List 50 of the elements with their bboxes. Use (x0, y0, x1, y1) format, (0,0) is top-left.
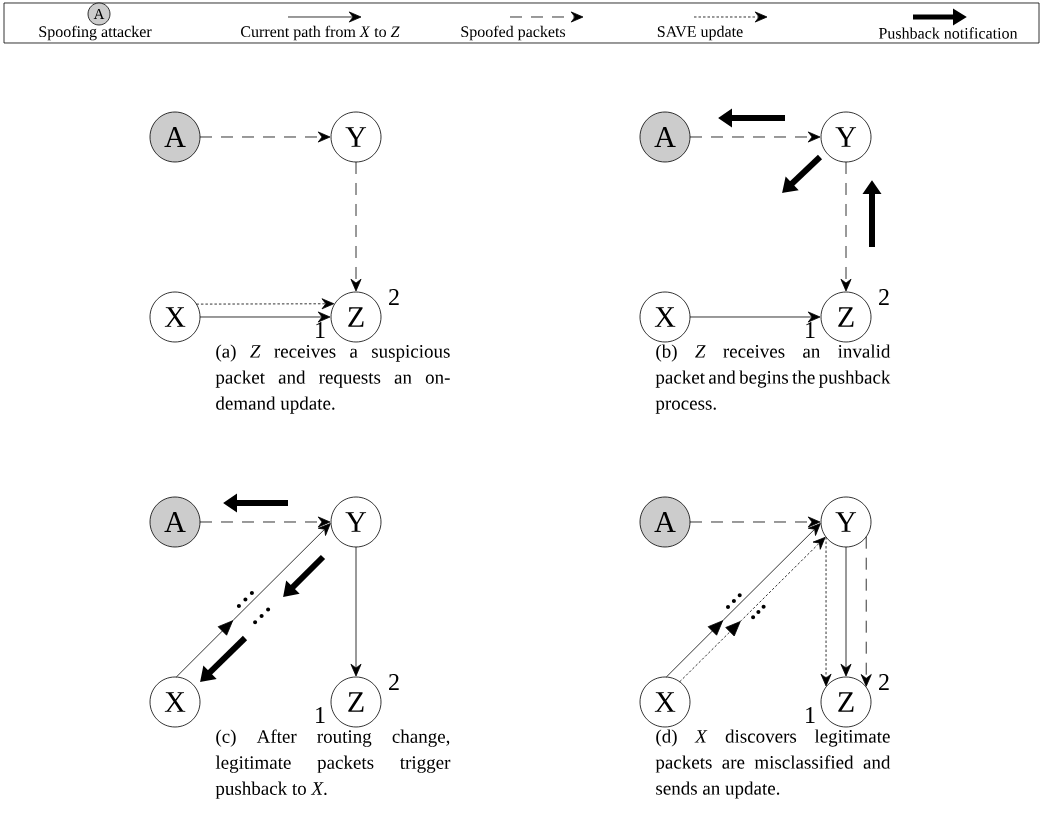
legend-label: Spoofing attacker (39, 25, 152, 41)
arrow (689, 131, 821, 143)
attacker-node: A (149, 496, 201, 548)
arrow (350, 161, 362, 292)
subfigure-caption: (d) X discovers legitimate packets are misclassified and sends an update. (655, 729, 891, 799)
router-node: Z (330, 676, 382, 728)
router-node: Z (820, 291, 872, 343)
attacker-node: A (639, 111, 691, 163)
legend-label: Current path from X to Z (241, 25, 400, 41)
legend-label: Spoofed packets (461, 25, 566, 41)
port-number: 1 (316, 707, 325, 723)
router-node: Y (330, 111, 382, 163)
arrow (175, 523, 331, 678)
attacker-node: A (87, 2, 111, 26)
attacker-node: A (149, 111, 201, 163)
router-node: X (149, 291, 201, 343)
arrow (840, 546, 852, 677)
arrow (689, 311, 821, 323)
port-number: 1 (806, 707, 815, 723)
arrow (199, 516, 331, 528)
router-node: Y (820, 496, 872, 548)
subfigure-caption: (a) Z receives a suspicious packet and requests an on-demand update. (215, 344, 450, 414)
port-number: 2 (879, 289, 889, 305)
arrow (196, 298, 335, 310)
arrow (199, 131, 331, 143)
arrow (350, 546, 362, 677)
router-node: Z (820, 676, 872, 728)
legend-label: SAVE update (657, 25, 743, 41)
router-node: Y (330, 496, 382, 548)
port-number: 2 (389, 674, 399, 690)
arrow (665, 523, 821, 678)
subfigure-caption: (b) Z receives an invalid packet and begins the pushback process. (655, 344, 891, 414)
port-number: 1 (806, 322, 815, 338)
router-node: X (639, 291, 691, 343)
port-number: 2 (389, 289, 399, 305)
router-node: X (639, 676, 691, 728)
port-number: 1 (316, 322, 325, 338)
attacker-node: A (639, 496, 691, 548)
arrow (860, 536, 872, 687)
legend-label: Pushback notification (878, 27, 1018, 39)
arrow (679, 537, 826, 683)
arrow (840, 161, 852, 292)
router-node: Z (330, 291, 382, 343)
port-number: 2 (879, 674, 889, 690)
router-node: X (149, 676, 201, 728)
arrow (689, 516, 821, 528)
router-node: Y (820, 111, 872, 163)
arrow (820, 536, 832, 687)
arrow (199, 311, 331, 323)
subfigure-caption: (c) After routing change, legitimate packets trigger pushback to X. (215, 729, 451, 799)
